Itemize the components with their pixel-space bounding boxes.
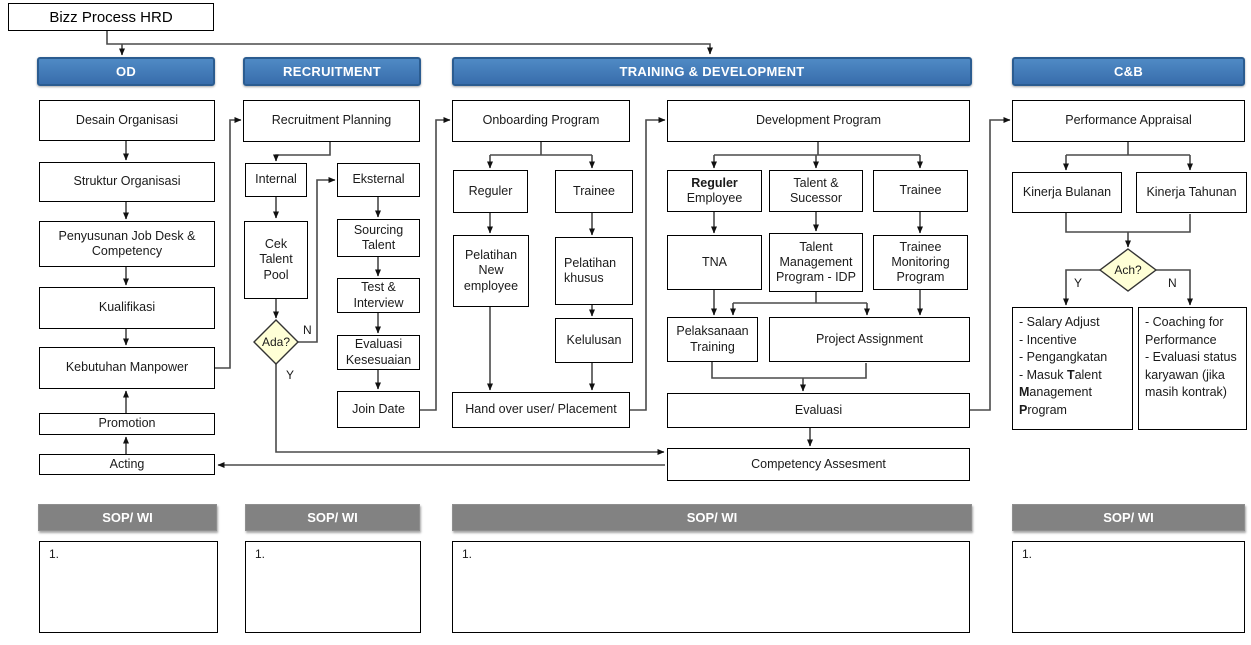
flow-node-evaluasi-kesesuaian: Evaluasi Kesesuaian <box>337 335 420 370</box>
flow-node-penyusunan-jobdesk: Penyusunan Job Desk & Competency <box>39 221 215 267</box>
flow-node-handover-placement: Hand over user/ Placement <box>452 392 630 428</box>
flow-node-desain-organisasi: Desain Organisasi <box>39 100 215 141</box>
decision-ada-yes-label: Y <box>286 368 295 382</box>
sop-item-number: 1. <box>255 547 266 561</box>
flow-node-pelaksanaan-training: Pelaksanaan Training <box>667 317 758 362</box>
flow-node-project-assignment: Project Assignment <box>769 317 970 362</box>
flow-node-join-date: Join Date <box>337 391 420 428</box>
flow-node-tna: TNA <box>667 235 762 290</box>
flow-node-test-interview: Test & Interview <box>337 278 420 313</box>
flow-node-trainee-onboarding: Trainee <box>555 170 633 213</box>
diagram-title: Bizz Process HRD <box>8 3 214 31</box>
decision-ach-yes-label: Y <box>1074 276 1083 290</box>
flow-node-reguler: Reguler <box>453 170 528 213</box>
flow-node-kelulusan: Kelulusan <box>555 318 633 363</box>
flow-node-acting: Acting <box>39 454 215 475</box>
flow-node-recruitment-planning: Recruitment Planning <box>243 100 420 142</box>
sop-box-od: 1. <box>39 541 218 633</box>
decision-ada-label: Ada? <box>261 335 291 349</box>
decision-ach-label: Ach? <box>1114 263 1142 277</box>
flow-node-kinerja-bulanan: Kinerja Bulanan <box>1012 172 1122 213</box>
sop-item-number: 1. <box>1022 547 1033 561</box>
flow-node-struktur-organisasi: Struktur Organisasi <box>39 162 215 202</box>
sop-header-recruitment: SOP/ WI <box>245 504 420 531</box>
decision-ada-no-label: N <box>303 323 312 337</box>
sop-box-training: 1. <box>452 541 970 633</box>
flow-node-kinerja-tahunan: Kinerja Tahunan <box>1136 172 1247 213</box>
flow-node-pelatihan-new-employee: Pelatihan New employee <box>453 235 529 307</box>
column-header-od: OD <box>37 57 215 86</box>
flow-node-cb-yes-outcomes: - Salary Adjust- Incentive- Pengangkatan… <box>1012 307 1133 430</box>
flow-node-eksternal: Eksternal <box>337 163 420 197</box>
sop-item-number: 1. <box>49 547 60 561</box>
flow-node-development-program: Development Program <box>667 100 970 142</box>
flow-node-promotion: Promotion <box>39 413 215 435</box>
sop-item-number: 1. <box>462 547 473 561</box>
flow-node-internal: Internal <box>245 163 307 197</box>
sop-header-cb: SOP/ WI <box>1012 504 1245 531</box>
flow-node-pelatihan-khusus: Pelatihan khusus <box>555 237 633 305</box>
flow-node-trainee-monitoring: Trainee Monitoring Program <box>873 235 968 290</box>
flow-node-evaluasi: Evaluasi <box>667 393 970 428</box>
flow-node-onboarding-program: Onboarding Program <box>452 100 630 142</box>
decision-ach-no-label: N <box>1168 276 1177 290</box>
flow-node-trainee-dev: Trainee <box>873 170 968 212</box>
flow-node-kebutuhan-manpower: Kebutuhan Manpower <box>39 347 215 389</box>
flow-node-competency-assesment: Competency Assesment <box>667 448 970 481</box>
column-header-recruitment: RECRUITMENT <box>243 57 421 86</box>
sop-box-recruitment: 1. <box>245 541 421 633</box>
sop-header-od: SOP/ WI <box>38 504 217 531</box>
flow-node-talent-management-idp: Talent Management Program - IDP <box>769 233 863 292</box>
flow-node-performance-appraisal: Performance Appraisal <box>1012 100 1245 142</box>
flow-node-cek-talent-pool: Cek Talent Pool <box>244 221 308 299</box>
sop-header-training: SOP/ WI <box>452 504 972 531</box>
flow-node-kualifikasi: Kualifikasi <box>39 287 215 329</box>
column-header-training: TRAINING & DEVELOPMENT <box>452 57 972 86</box>
sop-box-cb: 1. <box>1012 541 1245 633</box>
flow-node-sourcing-talent: Sourcing Talent <box>337 219 420 257</box>
column-header-cb: C&B <box>1012 57 1245 86</box>
flow-node-talent-sucessor: Talent & Sucessor <box>769 170 863 212</box>
